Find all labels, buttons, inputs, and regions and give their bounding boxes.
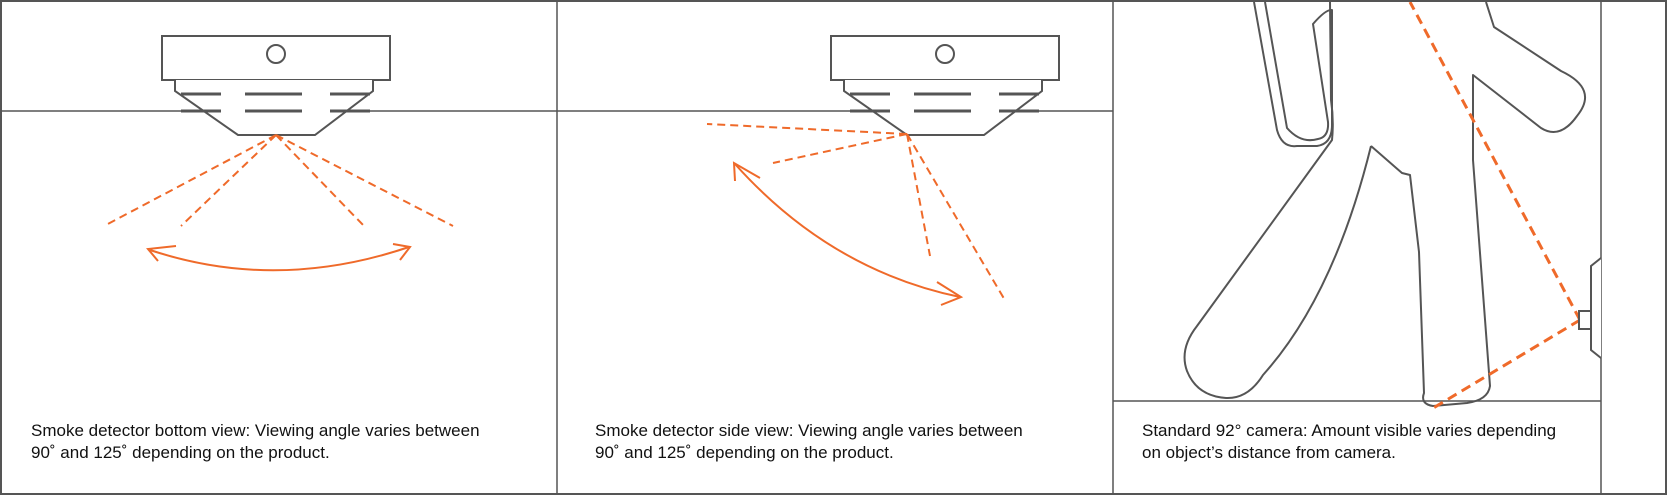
panel-camera-view [1113, 2, 1601, 412]
caption-line: 90˚ and 125˚ depending on the product. [595, 443, 894, 462]
field-of-view-lines [1408, 2, 1582, 412]
panel-bottom-view [1, 35, 557, 272]
angle-arc-arrow-icon [732, 161, 964, 306]
caption-line: Standard 92° camera: Amount visible vari… [1142, 421, 1557, 440]
caption-line: Smoke detector bottom view: Viewing angl… [31, 421, 480, 440]
caption-line: 90˚ and 125˚ depending on the product. [31, 443, 330, 462]
smoke-detector-icon [161, 35, 391, 136]
caption-line: Smoke detector side view: Viewing angle … [595, 421, 1023, 440]
angle-arc-arrow-icon [146, 243, 412, 272]
caption-bottom-view: Smoke detector bottom view: Viewing angl… [31, 420, 531, 464]
caption-camera-view: Standard 92° camera: Amount visible vari… [1142, 420, 1612, 464]
viewing-angle-lines [103, 134, 454, 227]
smoke-detector-icon [830, 35, 1060, 136]
panel-side-view [557, 35, 1113, 306]
person-silhouette-icon [1183, 2, 1586, 407]
wall-camera-icon [1578, 257, 1601, 359]
viewing-angle-lines [706, 123, 1007, 303]
caption-line: on object’s distance from camera. [1142, 443, 1396, 462]
caption-side-view: Smoke detector side view: Viewing angle … [595, 420, 1095, 464]
